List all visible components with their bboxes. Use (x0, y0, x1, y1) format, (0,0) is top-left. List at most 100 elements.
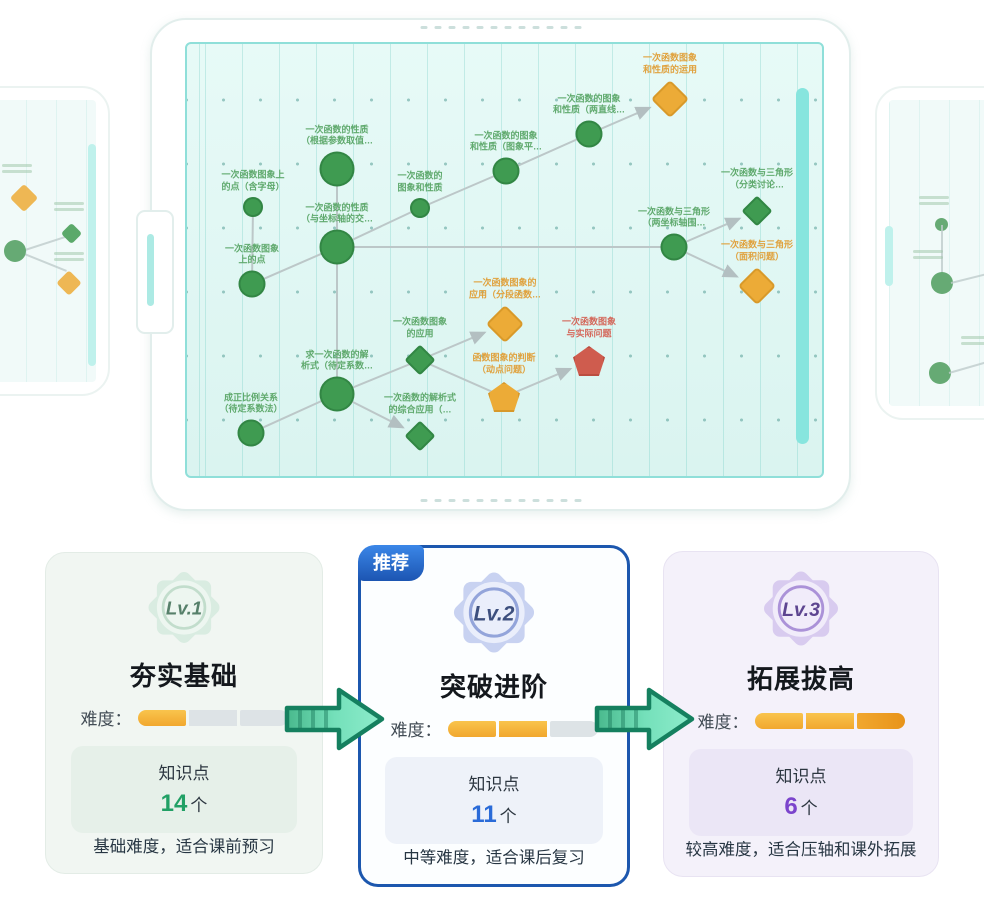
ghost-map-left (0, 100, 96, 382)
level3-title: 拓展拔高 (746, 664, 855, 694)
ghost-node (929, 362, 951, 384)
difficulty-segment (137, 709, 186, 726)
map-node-C[interactable] (319, 229, 355, 265)
knowledge-points-label: 知识点 (775, 767, 827, 786)
knowledge-points-count: 14 (160, 790, 188, 817)
ghost-node (60, 222, 83, 245)
map-node-Q[interactable] (488, 382, 520, 412)
map-node-label-E: 一次函数的 图象和性质 (397, 170, 443, 193)
difficulty-bar (447, 720, 598, 737)
level1-medal-icon: Lv.1 (148, 572, 220, 643)
frame-handle (136, 210, 174, 334)
map-node-D[interactable] (238, 270, 266, 298)
level3-description: 较高难度，适合压轴和课外拓展 (685, 841, 917, 859)
map-edge-F-G (505, 133, 590, 172)
level2-title: 突破进阶 (439, 672, 548, 702)
difficulty-label: 难度： (697, 713, 749, 732)
ghost-map-right (889, 100, 984, 406)
next-level-arrow-icon (284, 687, 385, 751)
difficulty-segment (239, 709, 288, 726)
map-node-I[interactable] (319, 376, 355, 412)
level1-description: 基础难度，适合课前预习 (93, 838, 275, 856)
level2-badge-text: Lv.2 (474, 602, 515, 625)
difficulty-segment (856, 712, 905, 729)
carousel-card-previous[interactable] (0, 86, 110, 396)
map-node-label-D: 一次函数图象 上的点 (224, 243, 279, 265)
frame-grip (147, 234, 154, 306)
map-node-J[interactable] (237, 419, 265, 447)
ghost-label (961, 336, 984, 345)
ghost-grip (885, 226, 893, 286)
ghost-node (56, 270, 82, 296)
level3-medal-icon: Lv.3 (764, 571, 838, 646)
difficulty-segment (805, 712, 854, 729)
map-node-label-L: 一次函数图象 的应用 (392, 316, 447, 339)
difficulty-segment (549, 720, 598, 737)
map-scrollbar[interactable] (796, 88, 809, 444)
map-node-label-Q: 函数图象的判断 （动点问题） (472, 352, 536, 375)
map-node-label-J: 成正比例关系 （待定系数法） (219, 392, 283, 414)
map-edge-L-Q (419, 359, 505, 398)
knowledge-points-label: 知识点 (158, 764, 210, 783)
knowledge-map-screen: 一次函数图象上 的点（含字母） 一次函数的性质 （根据参数取值… 一次函数的性质 （… (185, 42, 824, 478)
map-node-label-H: 一次函数与三角形 （两坐标轴围… (637, 206, 710, 228)
map-node-label-B: 一次函数的性质 （根据参数取值… (300, 124, 373, 146)
knowledge-map-card[interactable]: 一次函数图象上 的点（含字母） 一次函数的性质 （根据参数取值… 一次函数的性质 （… (136, 18, 851, 511)
level2-medal-icon: Lv.2 (453, 572, 535, 653)
map-node-F[interactable] (492, 157, 520, 185)
map-node-label-C: 一次函数的性质 （与坐标轴的交… (300, 202, 373, 224)
map-nodes-layer: 一次函数图象上 的点（含字母） 一次函数的性质 （根据参数取值… 一次函数的性质 （… (187, 44, 822, 476)
map-node-R[interactable] (573, 346, 605, 376)
map-node-K[interactable] (741, 195, 773, 227)
difficulty-bar (754, 712, 905, 729)
map-node-label-G: 一次函数的图象 和性质（两直线… (552, 93, 625, 115)
map-node-A[interactable] (243, 197, 263, 217)
level1-badge-text: Lv.1 (166, 597, 202, 618)
ghost-node (931, 272, 953, 294)
level2-description: 中等难度，适合课后复习 (403, 849, 585, 867)
difficulty-segment (498, 720, 547, 737)
map-edge-E-F (419, 170, 507, 209)
knowledge-points-count: 11 (471, 801, 497, 828)
ghost-label (919, 196, 949, 205)
difficulty-segment (754, 712, 803, 729)
map-node-label-F: 一次函数的图象 和性质（图象平… (469, 130, 542, 152)
map-node-M[interactable] (404, 420, 436, 452)
ghost-label (54, 252, 84, 261)
map-node-H[interactable] (660, 233, 688, 261)
ghost-label (54, 202, 84, 211)
map-node-label-M: 一次函数的解析式 的综合应用（… (383, 392, 456, 415)
next-level-arrow-icon (594, 687, 695, 751)
map-node-label-A: 一次函数图象上 的点（含字母） (221, 169, 285, 192)
ghost-node (4, 240, 26, 262)
map-node-E[interactable] (410, 198, 430, 218)
bezel-dashes-top (420, 26, 581, 29)
knowledge-points-count: 6 (784, 793, 798, 820)
ghost-edge (21, 235, 68, 252)
ghost-edge (950, 267, 984, 284)
map-node-B[interactable] (319, 151, 355, 187)
map-node-L[interactable] (404, 344, 436, 376)
ghost-label (913, 250, 943, 259)
ghost-node (9, 183, 39, 213)
carousel-card-next[interactable] (875, 86, 984, 420)
map-node-label-R: 一次函数图象 与实际问题 (561, 316, 616, 339)
map-node-label-P: 一次函数图象的 应用（分段函数… (468, 277, 541, 300)
recommended-tag: 推荐 (358, 545, 424, 581)
map-node-P[interactable] (485, 304, 525, 344)
ghost-label (2, 164, 32, 173)
difficulty-segment (188, 709, 237, 726)
map-node-label-I: 求一次函数的解 析式（待定系数… (300, 349, 373, 371)
map-node-G[interactable] (575, 120, 603, 148)
map-node-N[interactable] (650, 79, 690, 119)
ghost-scrollbar (88, 144, 96, 366)
map-node-label-N: 一次函数图象 和性质的运用 (642, 52, 697, 75)
ghost-node (935, 218, 948, 231)
map-node-O[interactable] (737, 266, 777, 306)
